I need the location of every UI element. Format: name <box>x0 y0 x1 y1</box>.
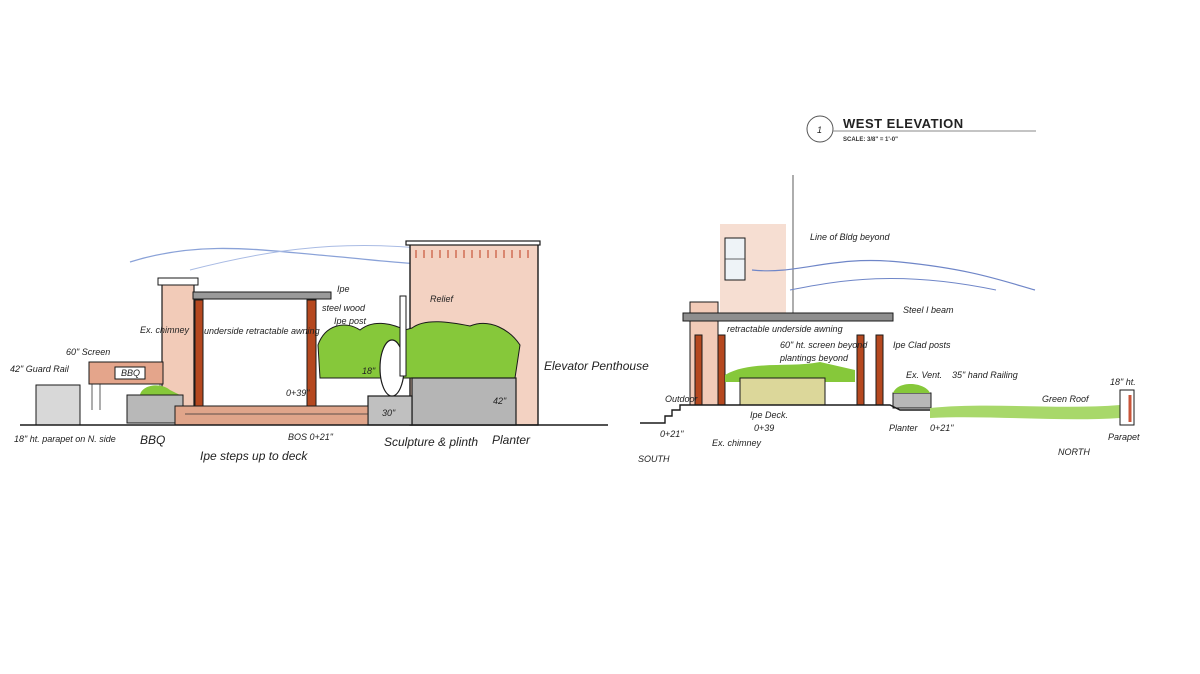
label-vent: Ex. Vent. <box>906 370 942 380</box>
label-dim-18: 18" <box>362 366 376 376</box>
drawing-number: 1 <box>817 125 822 135</box>
label-ipe: Ipe <box>337 284 350 294</box>
label-outdoor: Outdoor <box>665 394 699 404</box>
label-planter: Planter <box>492 433 531 447</box>
parapet <box>1119 389 1135 426</box>
shrub <box>140 385 180 395</box>
label-chimney: Ex. chimney <box>140 325 190 335</box>
label-planter: Planter <box>889 423 919 433</box>
label-dim-42: 42" <box>493 396 507 406</box>
label-dim-39: 0+39 <box>754 423 774 433</box>
label-awning: underside retractable awning <box>204 326 320 336</box>
screen <box>739 377 826 406</box>
post <box>875 334 884 406</box>
steel-beam <box>682 312 894 322</box>
label-green-roof: Green Roof <box>1042 394 1090 404</box>
green-roof <box>930 405 1120 420</box>
label-dim-39: 0+39" <box>286 388 310 398</box>
label-north: NORTH <box>1058 447 1090 457</box>
right-elevation: Line of Bldg beyond Steel I beam retract… <box>638 175 1140 464</box>
label-ipe-post: Ipe post <box>334 316 367 326</box>
label-plantings: plantings beyond <box>779 353 849 363</box>
label-sculpture: Sculpture & plinth <box>384 435 478 449</box>
label-bos: BOS 0+21" <box>288 432 334 442</box>
label-18-ht: 18" ht. <box>1110 377 1136 387</box>
plantings <box>725 362 855 382</box>
drawing-scale: SCALE: 3/8" = 1'-0" <box>843 137 898 143</box>
label-dim-21b: 0+21" <box>930 423 954 433</box>
post <box>717 334 726 406</box>
label-relief: Relief <box>430 294 455 304</box>
label-screen: 60" Screen <box>66 347 110 357</box>
label-steel-wood: steel wood <box>322 303 366 313</box>
label-chimney: Ex. chimney <box>712 438 762 448</box>
sky-wave <box>751 259 1036 291</box>
label-steel-beam: Steel I beam <box>903 305 954 315</box>
label-parapet: 18" ht. parapet on N. side <box>14 434 116 444</box>
title-block: 1 WEST ELEVATION SCALE: 3/8" = 1'-0" <box>806 115 1036 143</box>
label-bbq: BBQ <box>140 433 165 447</box>
planter <box>126 394 184 424</box>
pergola-post <box>194 299 204 407</box>
label-dim-21a: 0+21" <box>660 429 684 439</box>
planter <box>892 392 932 409</box>
label-south: SOUTH <box>638 454 670 464</box>
sky-wave <box>789 277 997 291</box>
label-railing: 35" hand Railing <box>952 370 1018 380</box>
label-dim-30: 30" <box>382 408 396 418</box>
label-screen: 60" ht. screen beyond <box>780 340 868 350</box>
label-parapet: Parapet <box>1108 432 1140 442</box>
drawing-title: WEST ELEVATION <box>843 116 964 131</box>
label-line-of-bldg: Line of Bldg beyond <box>810 232 891 242</box>
pergola-beam <box>192 291 332 300</box>
guard-rail <box>35 384 81 426</box>
sky-wave <box>189 245 421 271</box>
bbq-sign: BBQ <box>121 368 140 378</box>
label-guard-rail: 42" Guard Rail <box>10 364 70 374</box>
label-steps: Ipe steps up to deck <box>200 449 308 463</box>
label-penthouse: Elevator Penthouse <box>544 359 649 373</box>
label-deck: Ipe Deck. <box>750 410 788 420</box>
planting <box>317 321 521 379</box>
label-awning: retractable underside awning <box>727 324 843 334</box>
label-posts: Ipe Clad posts <box>893 340 951 350</box>
left-elevation: BBQ 42" Guard Rail 60" Screen 18" ht. pa… <box>10 240 649 463</box>
ipe-steps <box>174 405 369 426</box>
